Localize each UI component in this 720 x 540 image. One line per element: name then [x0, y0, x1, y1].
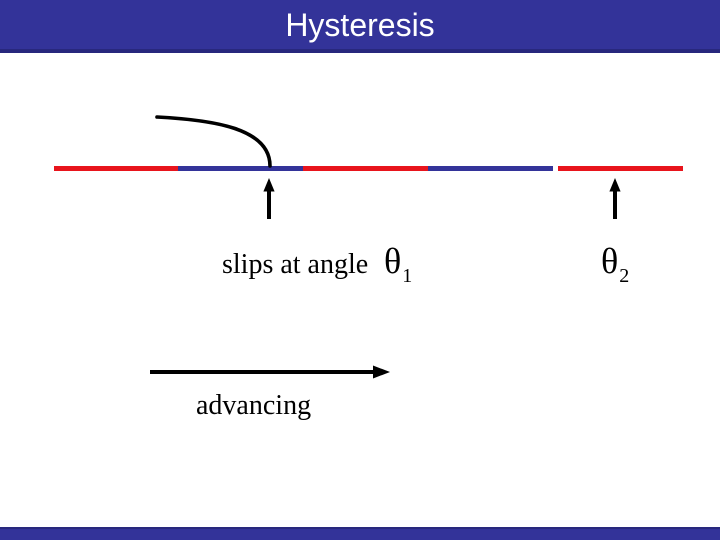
surface-segment: [558, 166, 683, 171]
page-title: Hysteresis: [285, 6, 435, 43]
theta2-symbol: θ: [601, 241, 619, 281]
surface-segment: [428, 166, 553, 171]
surface-segment: [178, 166, 303, 171]
theta1-label: θ1: [384, 241, 412, 286]
surface-segment: [303, 166, 428, 171]
advancing-arrow: [150, 365, 390, 379]
theta2-label: θ2: [601, 241, 629, 286]
theta1-pointer-arrow: [263, 178, 275, 219]
theta2-subscript: 2: [619, 265, 630, 287]
theta1-symbol: θ: [384, 241, 402, 281]
theta2-pointer-arrow: [609, 178, 621, 219]
surface-segment: [54, 166, 178, 171]
title-banner: Hysteresis: [0, 0, 720, 53]
theta1-subscript: 1: [402, 265, 413, 287]
surface-line: [0, 166, 720, 171]
footer-banner: [0, 527, 720, 540]
drop-profile-curve: [155, 115, 272, 168]
slips-at-angle-label: slips at angle: [222, 249, 369, 280]
advancing-label: advancing: [196, 390, 312, 421]
